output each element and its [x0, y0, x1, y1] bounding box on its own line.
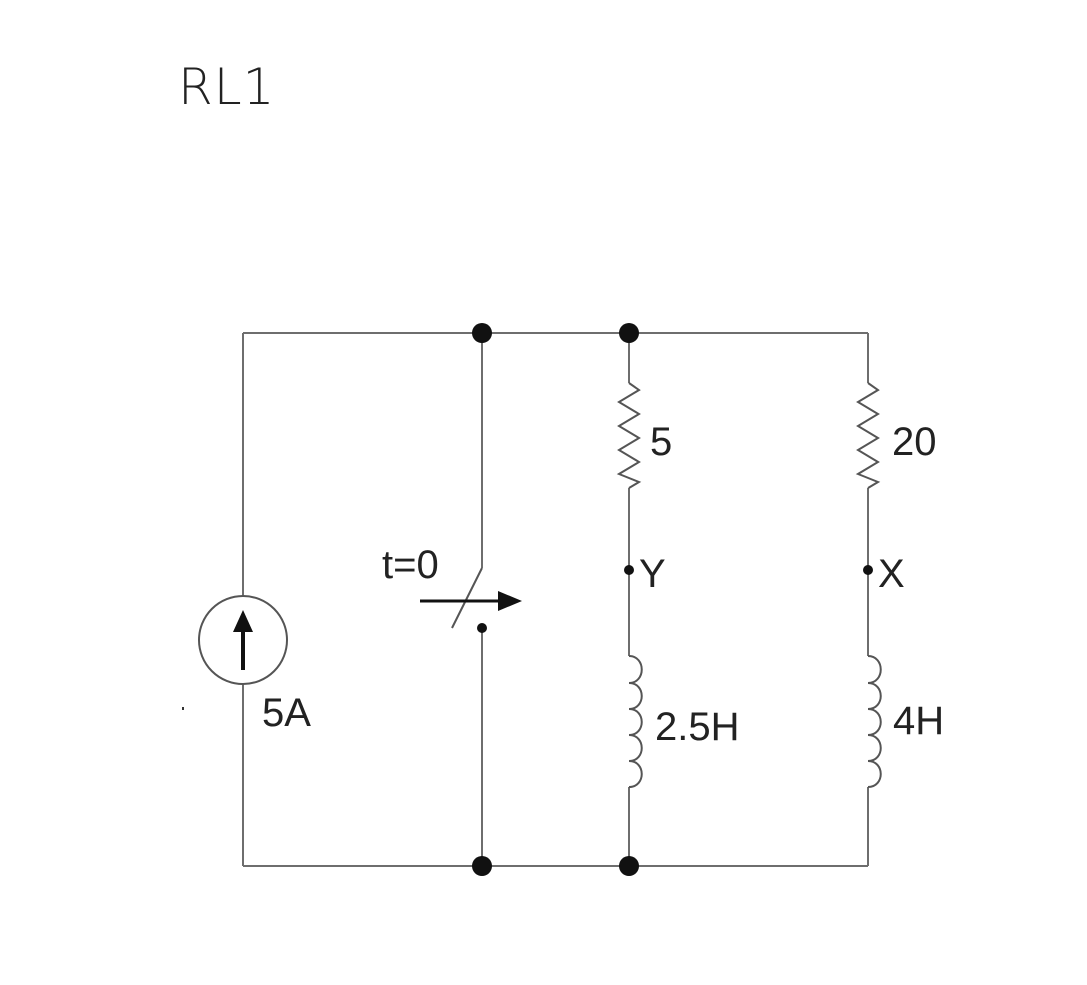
switch: t=0 [382, 543, 522, 633]
switch-label: t=0 [382, 543, 439, 587]
resistor-5: 5 [616, 382, 672, 489]
junctions [472, 323, 639, 876]
arrow-right-icon [498, 591, 522, 611]
inductor-2.5h: 2.5H [628, 655, 740, 788]
inductor-4h: 4H [867, 655, 944, 788]
current-source: 5A [198, 595, 311, 735]
inductor-coil [867, 655, 882, 788]
switch-contact [477, 623, 487, 633]
arrow-up-icon [233, 610, 253, 632]
junction-dot [472, 856, 492, 876]
node-x-label: X [878, 552, 905, 596]
inductor-label: 2.5H [655, 705, 740, 749]
inductor-label: 4H [893, 699, 944, 743]
inductor-coil [628, 655, 643, 788]
stray-mark [182, 707, 184, 710]
junction-dot [619, 323, 639, 343]
node-x-dot [863, 565, 873, 575]
junction-dot [619, 856, 639, 876]
node-x: X [863, 552, 905, 596]
junction-dot [472, 323, 492, 343]
resistor-label: 5 [650, 420, 672, 464]
resistor-label: 20 [892, 420, 937, 464]
diagram-title: RL1 [178, 58, 276, 116]
node-y-dot [624, 565, 634, 575]
source-label: 5A [262, 691, 311, 735]
switch-blade [451, 567, 483, 629]
resistor-zigzag [855, 382, 881, 489]
node-y-label: Y [639, 552, 666, 596]
resistor-20: 20 [855, 382, 937, 489]
wires [242, 332, 869, 867]
node-y: Y [624, 552, 666, 596]
resistor-zigzag [616, 382, 642, 489]
